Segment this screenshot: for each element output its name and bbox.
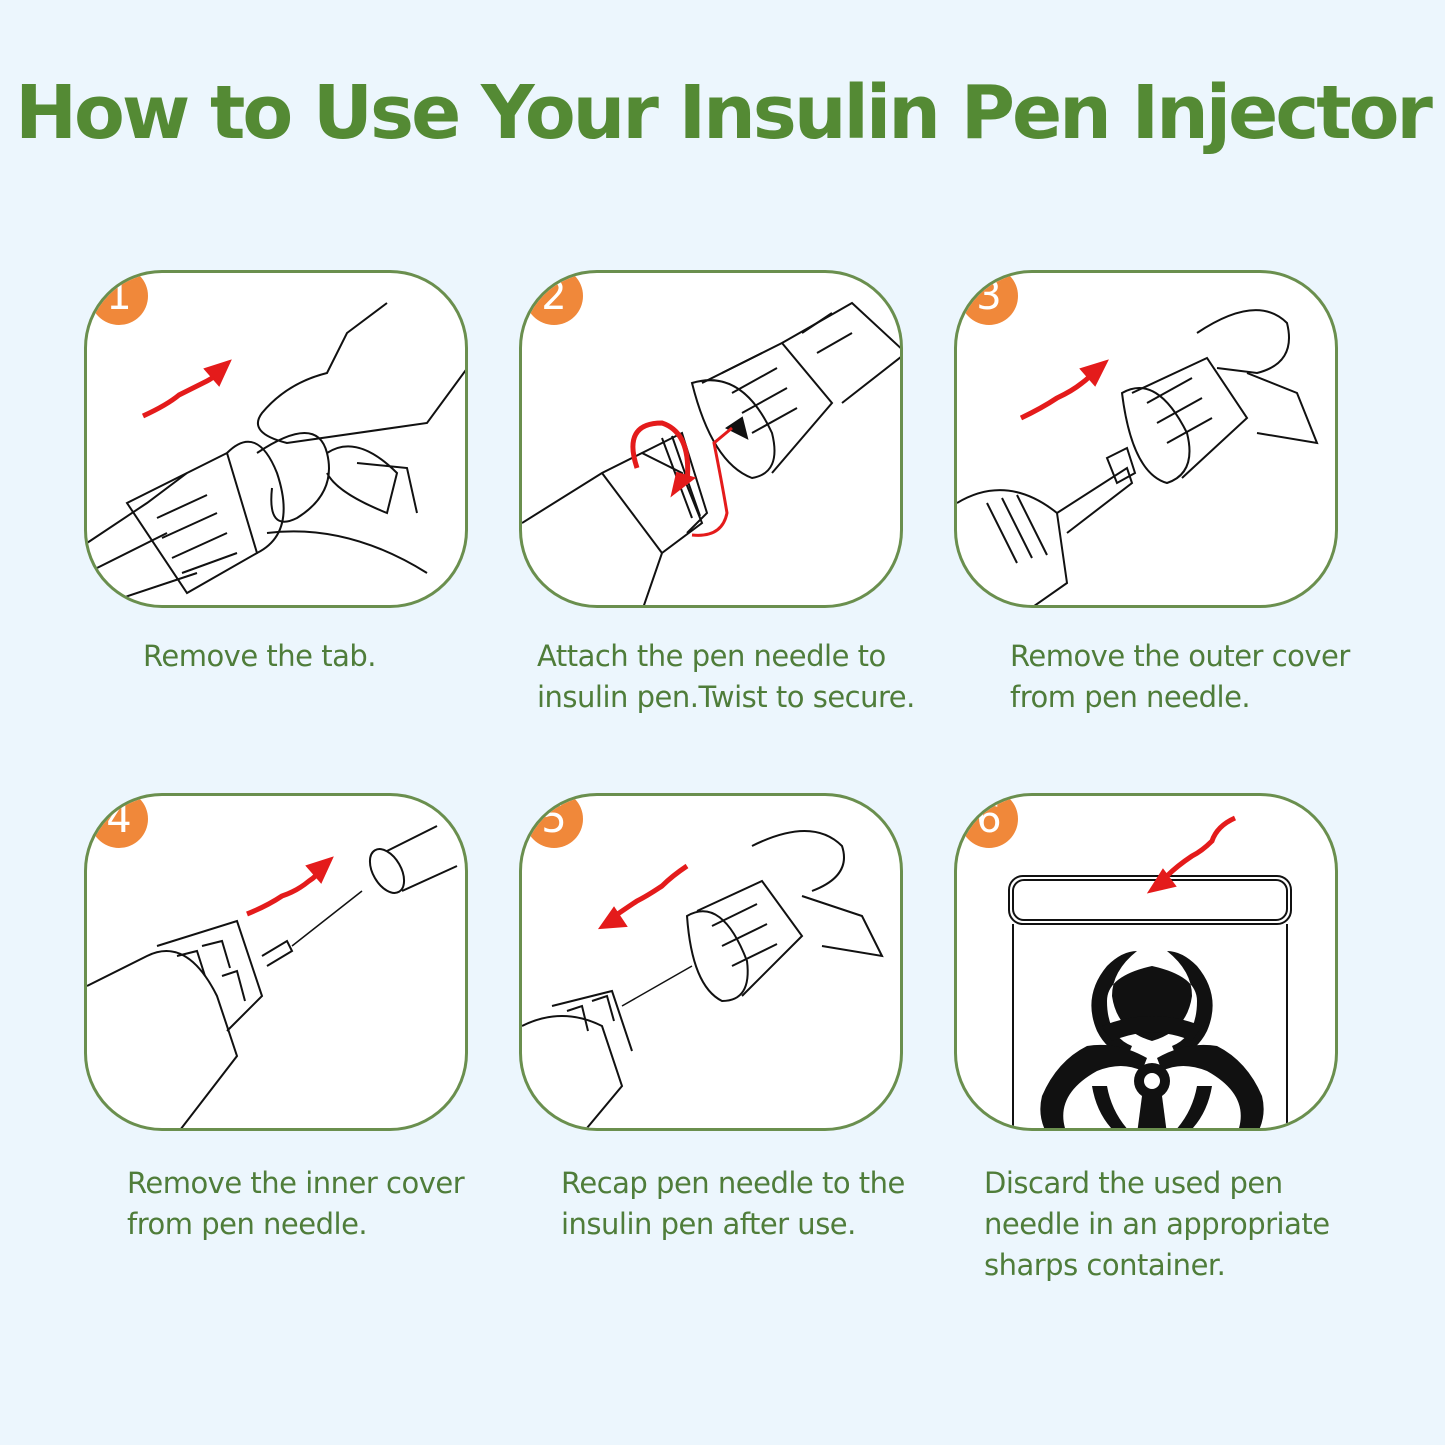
step-4-number-badge: 4 [90, 796, 148, 848]
step-2-caption: Attach the pen needle to insulin pen.Twi… [537, 639, 915, 714]
remove-inner-cover-illustration [87, 825, 458, 1128]
remove-outer-cover-illustration [957, 309, 1319, 605]
step-3-card: 3 [954, 270, 1338, 608]
step-3-number-badge: 3 [960, 273, 1018, 325]
step-5-number-badge: 5 [525, 796, 583, 848]
step-5-caption: Recap pen needle to the insulin pen afte… [561, 1166, 905, 1241]
step-1-caption: Remove the tab. [143, 639, 376, 673]
step-4-caption: Remove the inner cover from pen needle. [127, 1166, 465, 1241]
step-3-caption: Remove the outer cover from pen needle. [1010, 639, 1350, 714]
page-title: How to Use Your Insulin Pen Injector [15, 70, 1433, 156]
attach-needle-illustration [522, 301, 900, 605]
step-5-card: 5 [519, 793, 903, 1131]
biohazard-icon [1040, 951, 1264, 1128]
step-1-card: 1 [84, 270, 468, 608]
step-6-number-badge: 6 [960, 796, 1018, 848]
step-4-card: 4 [84, 793, 468, 1131]
step-6-caption: Discard the used pen needle in an approp… [984, 1166, 1330, 1282]
step-1-number-badge: 1 [90, 273, 148, 325]
sharps-container-biohazard-illustration [1008, 815, 1292, 1128]
step-6-card: 6 [954, 793, 1338, 1131]
remove-tab-illustration [87, 302, 465, 604]
recap-needle-illustration [522, 830, 884, 1128]
step-2-number-badge: 2 [525, 273, 583, 325]
step-2-card: 2 [519, 270, 903, 608]
